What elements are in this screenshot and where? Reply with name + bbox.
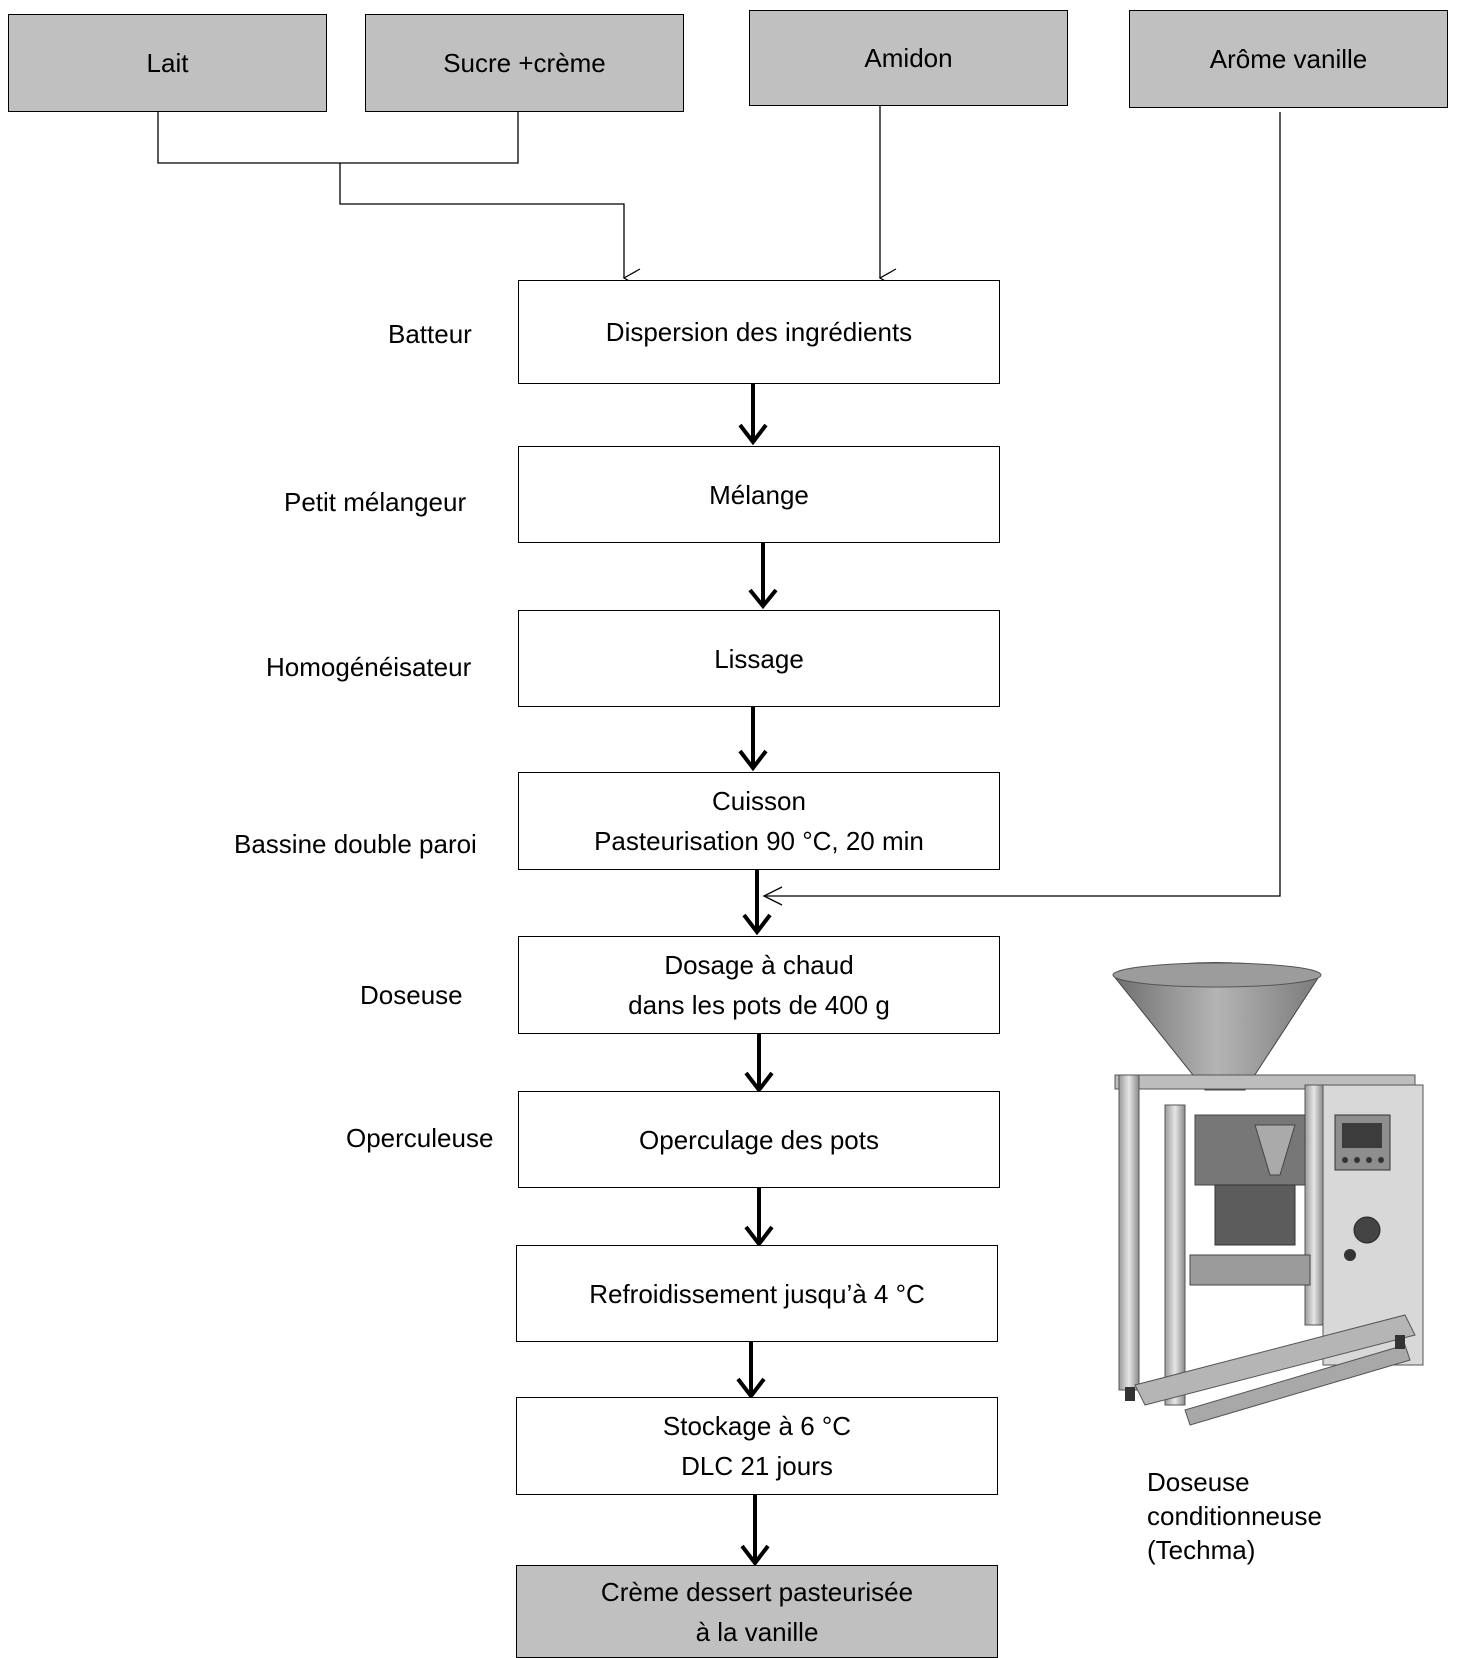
arrow-8 xyxy=(740,1495,770,1567)
step-operculage-text: Operculage des pots xyxy=(639,1124,879,1155)
equipment-bassine: Bassine double paroi xyxy=(234,829,477,859)
step-dosage: Dosage à chaud dans les pots de 400 g xyxy=(518,936,1000,1034)
doseuse-machine-image xyxy=(1112,962,1424,1426)
step-stockage-line1: Stockage à 6 °C xyxy=(662,1411,852,1441)
arrow-3 xyxy=(738,707,768,772)
step-dispersion-text: Dispersion des ingrédients xyxy=(605,317,913,347)
arrow-1 xyxy=(738,384,768,446)
step-cuisson: Cuisson Pasteurisation 90 °C, 20 min xyxy=(518,772,1000,870)
step-melange-text: Mélange xyxy=(709,479,809,510)
input-sucre-creme: Sucre +crème xyxy=(365,14,684,112)
step-lissage: Lissage xyxy=(518,610,1000,707)
step-stockage-line2: DLC 21 jours xyxy=(681,1451,833,1481)
step-operculage: Operculage des pots xyxy=(518,1091,1000,1188)
input-arome-label: Arôme vanille xyxy=(1209,44,1368,74)
merge-to-dispersion-arrow xyxy=(339,163,641,288)
input-sucre-creme-label: Sucre +crème xyxy=(443,48,606,78)
machine-caption: Doseuse conditionneuse (Techma) xyxy=(1147,1465,1322,1567)
input-lait-label: Lait xyxy=(146,48,189,78)
input-amidon-label: Amidon xyxy=(864,43,953,73)
step-cuisson-line2: Pasteurisation 90 °C, 20 min xyxy=(594,826,924,856)
input-amidon: Amidon xyxy=(749,10,1068,106)
input-lait: Lait xyxy=(8,14,327,112)
arrow-6 xyxy=(744,1188,774,1248)
arrow-2 xyxy=(748,543,778,610)
step-stockage: Stockage à 6 °C DLC 21 jours xyxy=(516,1397,998,1495)
arome-connector xyxy=(764,112,1281,897)
step-lissage-text: Lissage xyxy=(714,643,804,674)
equipment-homogeneisateur: Homogénéisateur xyxy=(266,652,472,682)
final-product-line2: à la vanille xyxy=(695,1616,819,1647)
machine-caption-line2: conditionneuse xyxy=(1147,1501,1322,1531)
equipment-batteur: Batteur xyxy=(388,319,472,349)
step-dosage-line2: dans les pots de 400 g xyxy=(628,990,890,1020)
step-melange: Mélange xyxy=(518,446,1000,543)
input-arome-vanille: Arôme vanille xyxy=(1129,10,1448,108)
final-product: Crème dessert pasteurisée à la vanille xyxy=(516,1565,998,1658)
final-product-line1: Crème dessert pasteurisée xyxy=(600,1576,914,1607)
equipment-doseuse: Doseuse xyxy=(360,980,463,1010)
step-arrows xyxy=(736,384,778,1567)
lait-connector xyxy=(157,112,519,164)
arrow-4 xyxy=(742,870,772,936)
arome-arrowhead xyxy=(762,886,783,906)
arrow-7 xyxy=(736,1342,766,1400)
step-refroidissement: Refroidissement jusqu’à 4 °C xyxy=(516,1245,998,1342)
step-refroidissement-text: Refroidissement jusqu’à 4 °C xyxy=(589,1278,925,1309)
step-dispersion: Dispersion des ingrédients xyxy=(518,280,1000,384)
machine-caption-line1: Doseuse xyxy=(1147,1467,1250,1497)
arrow-5 xyxy=(744,1034,774,1094)
step-cuisson-line1: Cuisson xyxy=(712,786,806,816)
equipment-petit-melangeur: Petit mélangeur xyxy=(284,487,467,517)
step-dosage-line1: Dosage à chaud xyxy=(664,950,854,980)
equipment-operculeuse: Operculeuse xyxy=(346,1123,494,1153)
machine-caption-line3: (Techma) xyxy=(1147,1535,1256,1565)
